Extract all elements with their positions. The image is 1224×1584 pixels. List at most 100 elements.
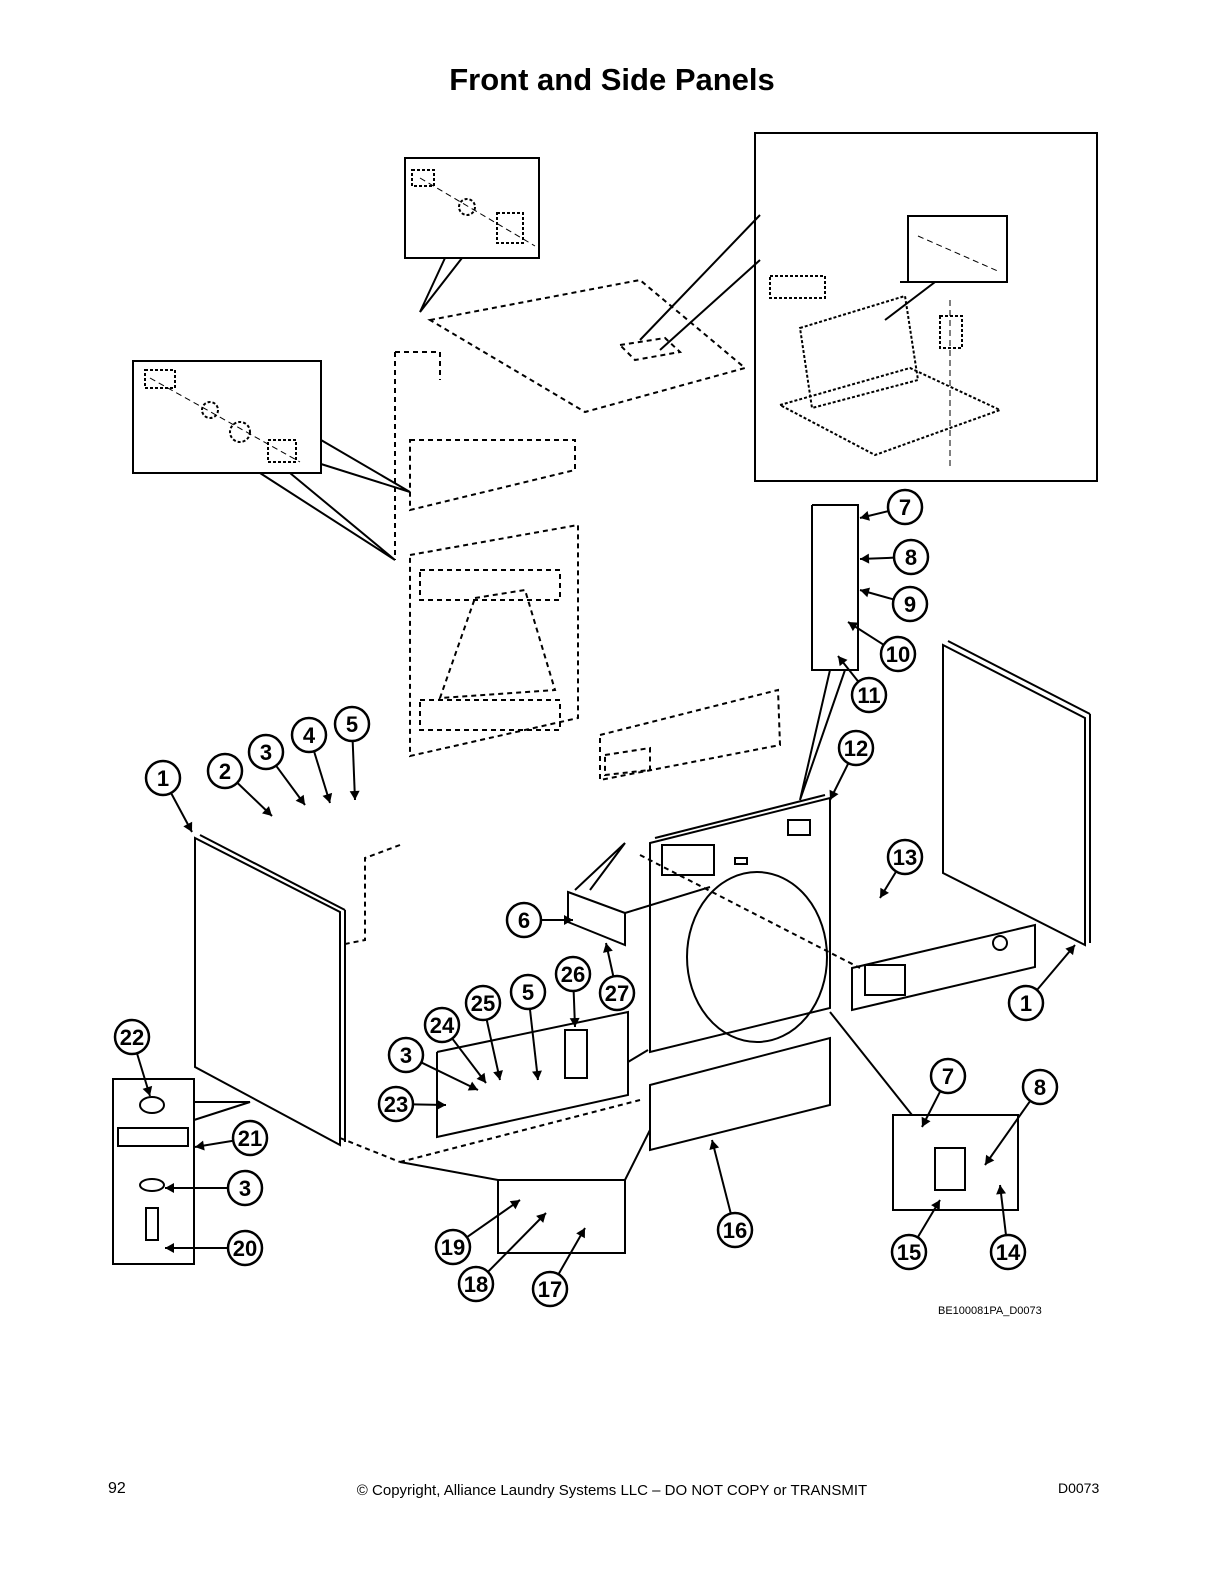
inset-top-screw xyxy=(404,157,540,313)
callout-1: 1 xyxy=(1007,944,1076,1022)
callout-leader xyxy=(528,1008,539,1081)
callout-8: 8 xyxy=(859,538,930,576)
callout-3: 3 xyxy=(247,733,306,806)
left-side-panel xyxy=(194,834,346,1147)
callout-14: 14 xyxy=(989,1184,1027,1271)
callout-4: 4 xyxy=(290,716,333,804)
callout-18: 18 xyxy=(457,1212,547,1303)
callout-leader xyxy=(351,740,356,801)
callout-leader xyxy=(984,1100,1032,1166)
callout-circle xyxy=(929,1057,967,1095)
callout-arrowhead xyxy=(493,1070,503,1080)
callout-arrowhead xyxy=(880,887,889,898)
copyright-notice: © Copyright, Alliance Laundry Systems LL… xyxy=(356,1482,868,1499)
callout-number: 6 xyxy=(518,908,530,933)
callout-arrowhead xyxy=(142,1085,153,1096)
kick-panel xyxy=(649,1036,831,1152)
callout-circle xyxy=(377,1085,415,1123)
callout-circle xyxy=(231,1119,269,1157)
callout-arrowhead xyxy=(165,1243,174,1253)
callout-21: 21 xyxy=(194,1119,269,1157)
callout-number: 11 xyxy=(857,683,880,708)
callout-leader xyxy=(313,750,331,804)
callout-arrowhead xyxy=(564,915,573,925)
callout-arrowhead xyxy=(603,943,613,953)
callout-leader xyxy=(1036,944,1076,991)
callout-circle xyxy=(423,1006,461,1044)
callout-arrowhead xyxy=(838,656,848,667)
callout-arrowhead xyxy=(183,821,193,832)
callout-number: 7 xyxy=(899,495,911,520)
callout-5: 5 xyxy=(333,705,371,801)
control-bracket xyxy=(599,688,782,782)
callout-27: 27 xyxy=(598,942,636,1012)
callout-23: 23 xyxy=(377,1085,447,1123)
callout-number: 27 xyxy=(605,981,629,1006)
callout-9: 9 xyxy=(859,585,929,623)
callout-number: 8 xyxy=(905,545,917,570)
callout-arrowhead xyxy=(576,1228,585,1239)
inset-hardware-6-27 xyxy=(567,842,711,947)
callout-number: 24 xyxy=(430,1013,455,1038)
figure-code: BE100081PA_D0073 xyxy=(938,1305,1042,1317)
inset-hardware-7-11 xyxy=(799,504,859,801)
callout-arrowhead xyxy=(921,1116,931,1127)
callout-arrowhead xyxy=(262,806,272,816)
callout-number: 9 xyxy=(904,592,916,617)
callout-circle xyxy=(113,1018,151,1056)
callout-5: 5 xyxy=(509,973,547,1081)
callout-circle xyxy=(989,1233,1027,1271)
callout-circle xyxy=(387,1036,425,1074)
callout-6: 6 xyxy=(505,901,573,939)
callout-24: 24 xyxy=(423,1006,487,1084)
callout-arrowhead xyxy=(985,1154,995,1165)
callout-16: 16 xyxy=(709,1139,754,1249)
callout-number: 15 xyxy=(897,1240,921,1265)
right-side-panel xyxy=(942,640,1091,947)
callout-arrowhead xyxy=(709,1140,720,1150)
callout-3: 3 xyxy=(165,1169,264,1207)
callout-arrowhead xyxy=(295,794,305,805)
callout-7: 7 xyxy=(921,1057,967,1128)
callout-25: 25 xyxy=(464,984,503,1081)
callout-number: 22 xyxy=(120,1025,144,1050)
callout-circle xyxy=(290,716,328,754)
callout-circle xyxy=(598,974,636,1012)
callout-number: 5 xyxy=(346,712,358,737)
callout-leader xyxy=(451,1037,487,1084)
callout-arrowhead xyxy=(829,789,839,800)
callout-arrowhead xyxy=(848,622,859,632)
callout-circle xyxy=(226,1229,264,1267)
callout-leader xyxy=(485,1019,501,1081)
callout-number: 25 xyxy=(471,991,495,1016)
callout-arrowhead xyxy=(931,1200,940,1211)
callout-circle xyxy=(886,488,924,526)
callout-2: 2 xyxy=(206,752,273,817)
callout-number: 5 xyxy=(522,980,534,1005)
inset-hardware-23-26 xyxy=(436,1010,649,1139)
callout-number: 1 xyxy=(157,766,169,791)
callout-circle xyxy=(144,759,182,797)
callout-circle xyxy=(1021,1068,1059,1106)
callout-circle xyxy=(531,1270,569,1308)
callout-circle xyxy=(850,676,888,714)
callout-number: 4 xyxy=(303,723,316,748)
inset-top-right xyxy=(754,132,1098,482)
callout-leader xyxy=(466,1199,521,1239)
callout-8: 8 xyxy=(984,1068,1059,1166)
callout-circle xyxy=(554,955,592,993)
callout-number: 3 xyxy=(239,1176,251,1201)
callout-circle xyxy=(247,733,285,771)
callout-arrowhead xyxy=(532,1070,542,1080)
callout-number: 12 xyxy=(844,736,868,761)
callout-number: 23 xyxy=(384,1092,408,1117)
callout-arrowhead xyxy=(860,511,870,521)
page-number: 92 xyxy=(108,1480,126,1497)
callout-1: 1 xyxy=(144,759,193,833)
callout-circle xyxy=(509,973,547,1011)
callout-11: 11 xyxy=(837,655,888,714)
callout-15: 15 xyxy=(890,1199,941,1271)
control-bezel xyxy=(851,923,1036,1012)
